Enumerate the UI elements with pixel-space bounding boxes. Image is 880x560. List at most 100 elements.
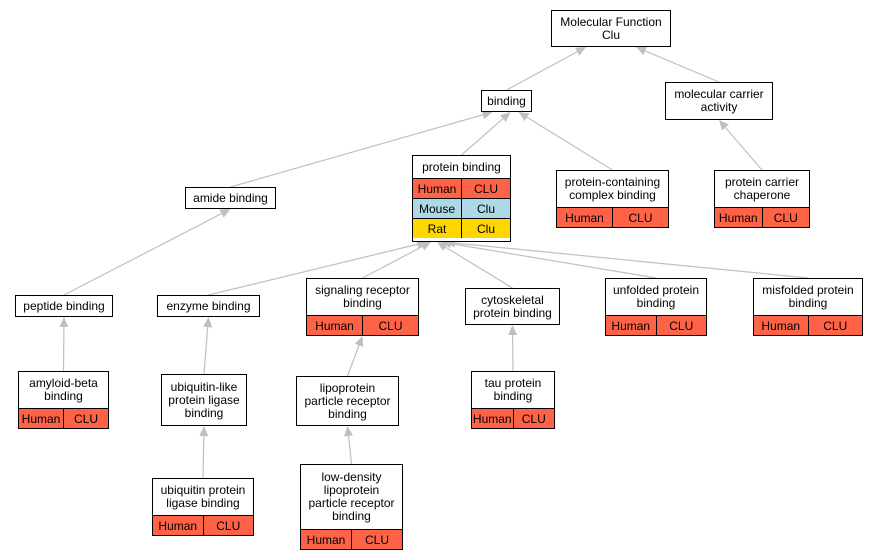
node-cpb: cytoskeletal protein binding <box>465 288 560 325</box>
edge-pccb-to-binding <box>526 116 613 171</box>
species-label: Human <box>417 181 457 196</box>
arrowhead <box>59 317 69 328</box>
species-row-mouse: Mouse Clu <box>413 198 510 218</box>
node-title: ubiquitin protein ligase binding <box>160 483 246 510</box>
species-label: Human <box>761 318 801 333</box>
node-binding: binding <box>481 90 532 112</box>
node-ab: amide binding <box>185 187 276 209</box>
node-title: misfolded protein binding <box>762 283 854 310</box>
node-title: amide binding <box>193 190 268 205</box>
node-title: molecular carrier activity <box>674 87 764 114</box>
species-label: Human <box>158 518 198 533</box>
edge-mca-to-mf <box>644 50 720 83</box>
node-title: ubiquitin-like protein ligase binding <box>168 379 240 420</box>
arrowhead <box>420 242 431 251</box>
species-label: Human <box>306 532 346 547</box>
species-label: Human <box>611 318 651 333</box>
node-lprb: lipoprotein particle receptor binding <box>296 376 399 426</box>
edge-mpb-to-pb <box>454 242 809 279</box>
arrowhead <box>354 336 364 347</box>
species-label: Rat <box>427 221 447 236</box>
species-row-human: Human CLU <box>301 529 402 549</box>
species-label: Human <box>315 318 354 333</box>
gene-label: CLU <box>807 316 863 335</box>
species-row-rat: Rat Clu <box>413 218 510 238</box>
arrowhead <box>719 120 729 131</box>
node-ldlprb: low-density lipoprotein particle recepto… <box>300 464 403 550</box>
gene-label: CLU <box>512 409 555 428</box>
gene-label: CLU <box>761 208 810 227</box>
node-mf: Molecular Function Clu <box>551 10 671 47</box>
edge-uplb-to-ulplb <box>202 435 205 479</box>
gene-label: CLU <box>63 409 108 428</box>
arrowhead <box>508 325 518 336</box>
edge-binding-to-mf <box>506 51 578 91</box>
arrowhead <box>481 110 493 120</box>
species-label: Human <box>718 210 758 225</box>
node-title: tau protein binding <box>484 376 542 403</box>
species-row-human: Human CLU <box>413 178 510 198</box>
node-ulplb: ubiquitin-like protein ligase binding <box>161 374 247 426</box>
gene-label: CLU <box>202 516 254 535</box>
edge-eb-to-pb <box>208 243 418 296</box>
arrowhead <box>199 426 209 437</box>
gene-label: CLU <box>655 316 707 335</box>
node-mca: molecular carrier activity <box>665 82 773 120</box>
species-row-human: Human CLU <box>307 315 418 335</box>
gene-label: CLU <box>612 208 668 227</box>
gene-label: CLU <box>362 316 418 335</box>
arrowhead <box>518 112 530 122</box>
gene-label: CLU <box>461 179 510 198</box>
gene-label: Clu <box>461 199 510 218</box>
arrowhead <box>203 317 213 328</box>
arrowhead <box>219 209 231 218</box>
species-label: Mouse <box>418 201 456 216</box>
species-label: Human <box>21 411 61 426</box>
node-title: protein binding <box>422 159 501 174</box>
node-title: protein-containing complex binding <box>564 175 661 202</box>
node-title: amyloid-beta binding <box>29 376 98 403</box>
species-label: Human <box>472 411 512 426</box>
node-pepb: peptide binding <box>15 295 113 317</box>
arrowhead <box>575 47 586 56</box>
species-row-human: Human CLU <box>557 207 668 227</box>
gene-label: Clu <box>461 219 510 238</box>
arrowhead <box>500 112 511 122</box>
edge-pepb-to-ab <box>63 213 222 296</box>
gene-label: CLU <box>351 530 402 549</box>
node-eb: enzyme binding <box>157 295 260 317</box>
node-title: low-density lipoprotein particle recepto… <box>308 470 395 523</box>
node-title: Molecular Function Clu <box>560 14 662 42</box>
arrowhead <box>344 426 354 437</box>
edge-cpb-to-pb <box>445 246 513 289</box>
node-title: lipoprotein particle receptor binding <box>304 380 391 421</box>
node-title: unfolded protein binding <box>612 283 700 310</box>
arrowhead <box>636 46 647 56</box>
edge-srb-to-pb <box>362 246 423 279</box>
species-label: Human <box>565 210 604 225</box>
node-title: signaling receptor binding <box>315 283 410 310</box>
species-row-human: Human CLU <box>606 315 706 335</box>
node-title: cytoskeletal protein binding <box>473 292 552 320</box>
edge-ldlprb-to-lprb <box>347 435 353 465</box>
edge-ulplb-to-eb <box>203 326 209 375</box>
edge-lprb-to-srb <box>346 345 360 377</box>
edge-pcc-to-mca <box>725 127 763 171</box>
node-title: binding <box>487 93 526 108</box>
node-title: enzyme binding <box>166 298 251 313</box>
species-row-human: Human CLU <box>754 315 862 335</box>
node-title: protein carrier chaperone <box>724 175 800 202</box>
edge-pb-to-binding <box>461 118 504 156</box>
